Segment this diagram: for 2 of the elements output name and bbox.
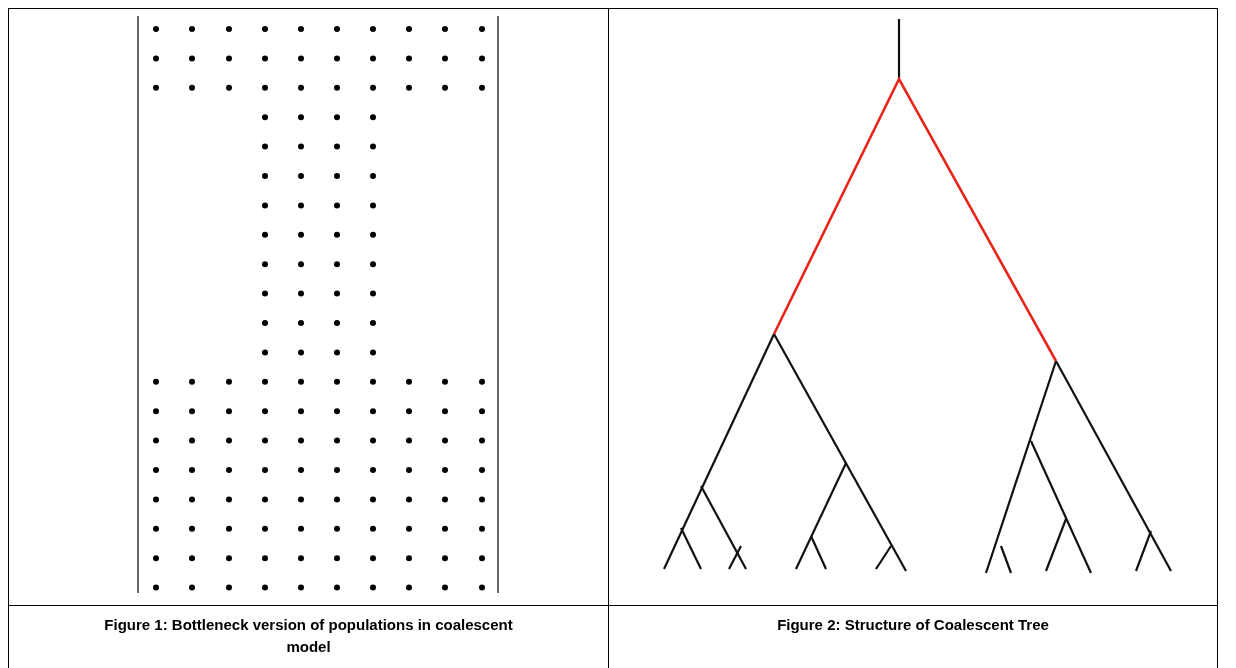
figure-caption: Figure 1: Bottleneck version of populations in coalescent model xyxy=(103,615,514,657)
figure-caption: Figure 2: Structure of Coalescent Tree xyxy=(777,615,1049,635)
